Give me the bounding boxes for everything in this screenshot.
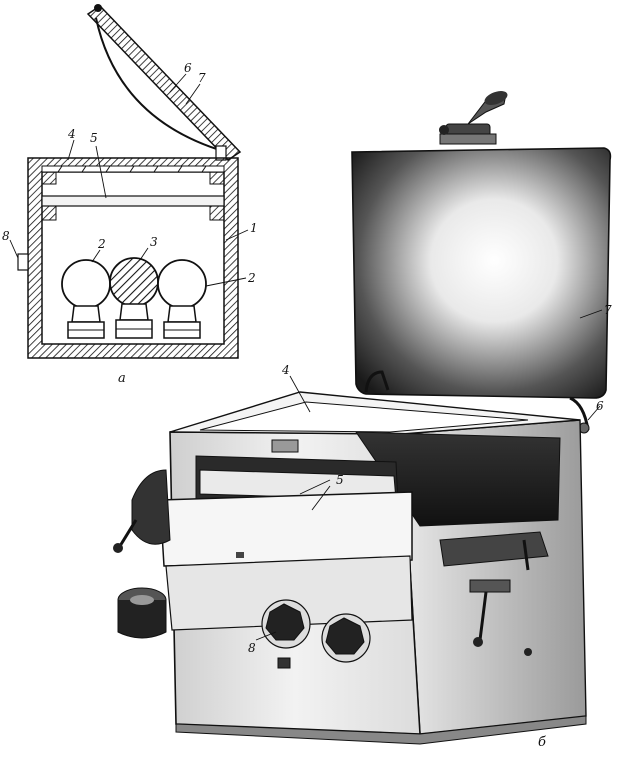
leader-lines-b xyxy=(255,309,603,641)
label-a-8: 8 xyxy=(2,229,10,243)
device-lid xyxy=(351,91,612,434)
caption-a: а xyxy=(118,371,126,386)
label-a-3: 3 xyxy=(150,235,158,249)
box-body-section xyxy=(17,157,239,359)
label-b-7: 7 xyxy=(604,303,612,317)
label-b-8: 8 xyxy=(248,641,256,655)
crank-handle xyxy=(113,469,171,553)
label-a-2-right: 2 xyxy=(247,271,256,285)
label-a-1: 1 xyxy=(250,221,258,235)
label-a-4: 4 xyxy=(67,127,76,141)
figure-a-section: 1 2 3 2 4 5 6 7 8 а xyxy=(2,4,258,386)
lamp-right xyxy=(157,259,207,339)
label-a-6: 6 xyxy=(184,61,192,75)
front-knob-left xyxy=(261,599,311,649)
label-b-6: 6 xyxy=(596,399,604,413)
lamp-left xyxy=(61,259,111,339)
label-b-4: 4 xyxy=(281,363,290,377)
caption-b: б xyxy=(538,735,546,750)
lid-handle xyxy=(439,91,508,145)
device-body xyxy=(113,391,587,745)
label-b-5: 5 xyxy=(336,473,344,487)
figure-b-device: 4 5 6 7 8 б xyxy=(113,91,612,750)
leader-lines-a xyxy=(9,73,249,287)
base-knob xyxy=(117,587,167,639)
label-a-2-left: 2 xyxy=(97,237,106,251)
lamp-middle xyxy=(109,257,159,339)
label-a-7: 7 xyxy=(198,71,206,85)
side-mechanism xyxy=(439,531,549,656)
label-a-5: 5 xyxy=(90,131,98,145)
front-knob-right xyxy=(321,613,371,663)
lid-section xyxy=(86,4,242,161)
